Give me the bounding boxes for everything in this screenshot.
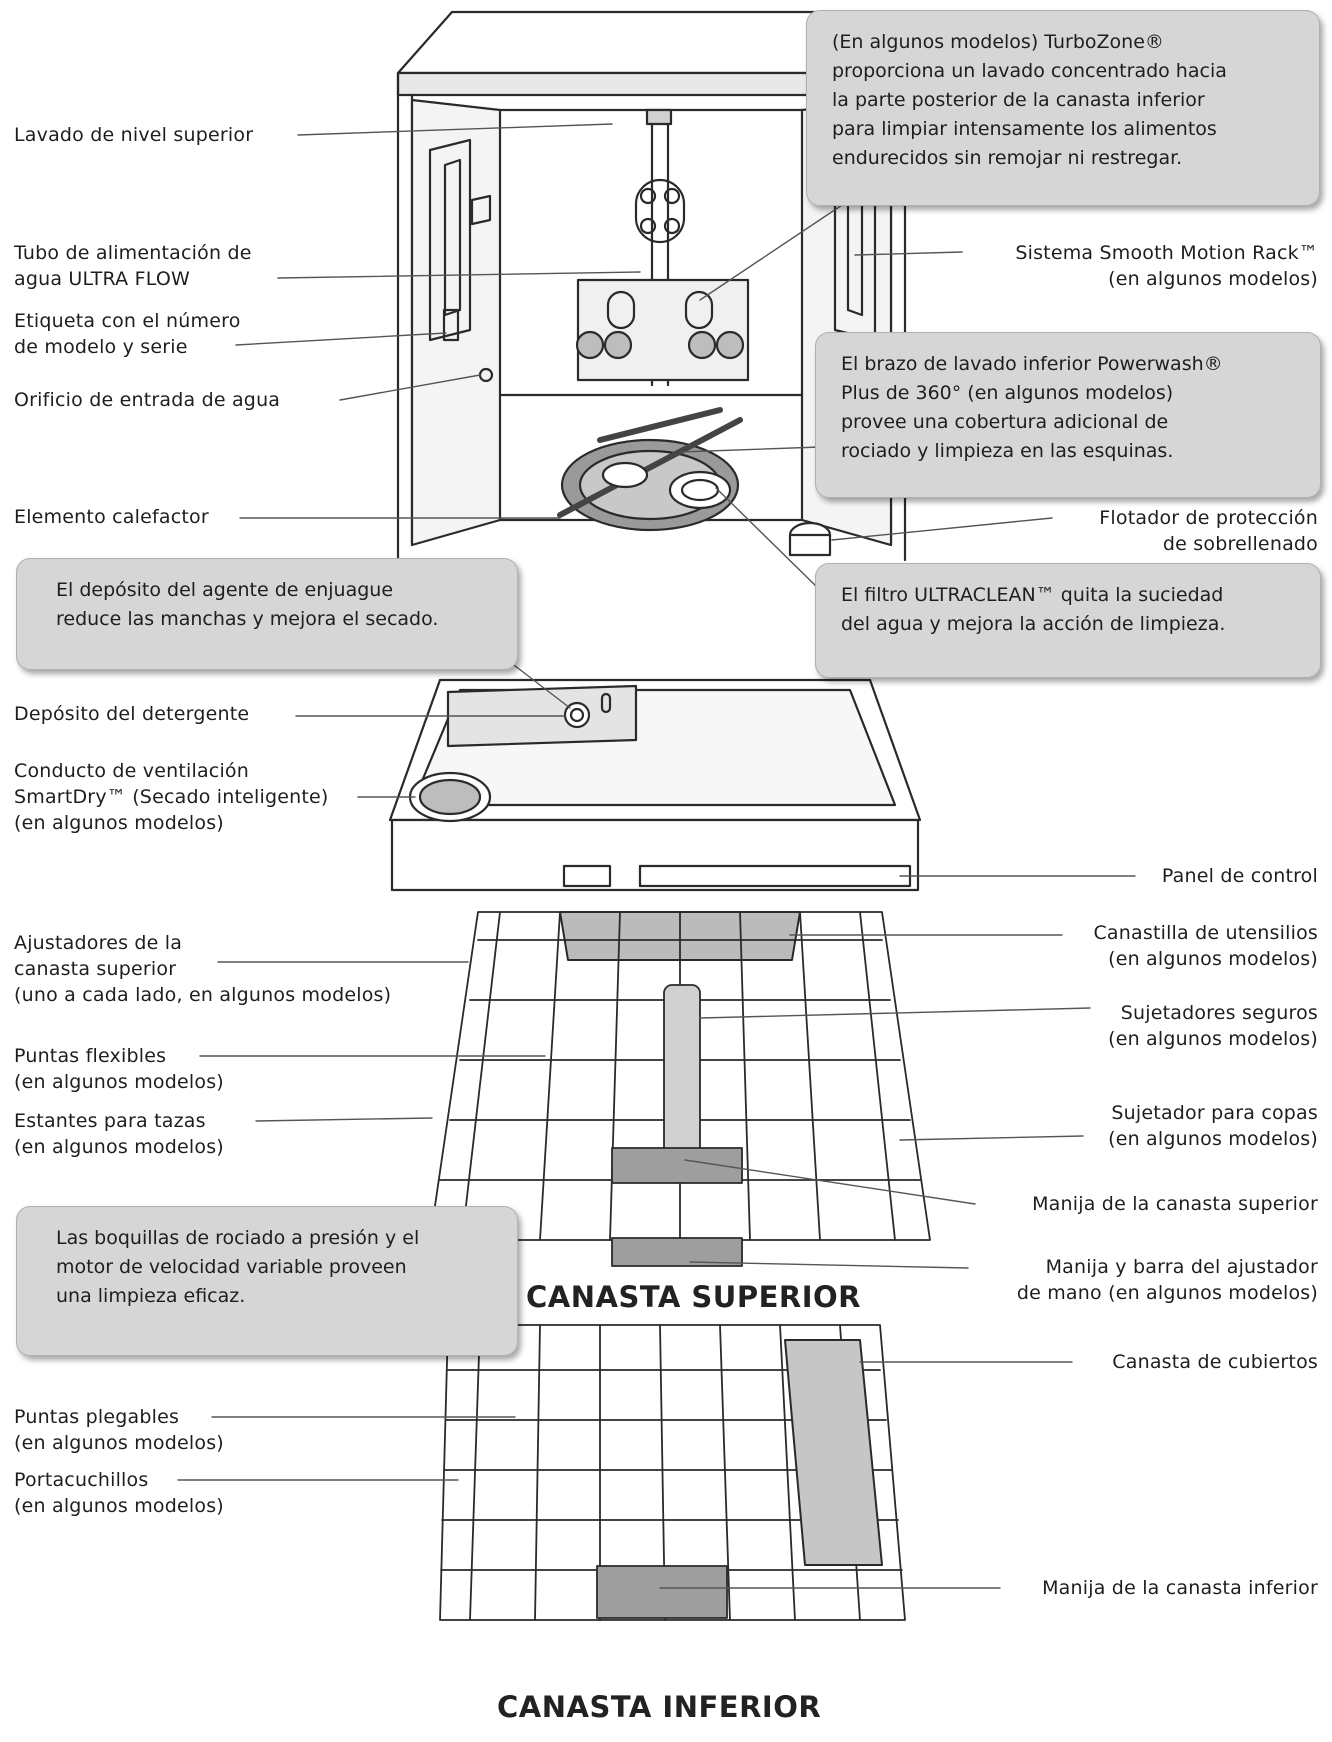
callout-line: motor de velocidad variable proveen [56,1256,407,1278]
upper-rack [429,911,931,1267]
label-canasta-cubiertos: Canasta de cubiertos [1112,1351,1318,1373]
callout-line: reduce las manchas y mejora el secado. [56,608,439,630]
label-line: agua ULTRA FLOW [14,268,190,290]
label-line: (en algunos modelos) [1108,1028,1318,1050]
lower-rack [439,1324,906,1621]
label-line: Estantes para tazas [14,1110,206,1132]
callout-line: (En algunos modelos) TurboZone® [832,31,1164,53]
label-line: de mano (en algunos modelos) [1016,1282,1318,1304]
label-flotador: Flotador de protección de sobrellenado [1099,505,1318,557]
label-etiqueta-modelo: Etiqueta con el número de modelo y serie [14,308,241,360]
label-conducto-ventilacion: Conducto de ventilación SmartDry™ (Secad… [14,758,329,836]
label-puntas-plegables: Puntas plegables (en algunos modelos) [14,1404,224,1456]
label-line: de sobrellenado [1162,533,1318,555]
callout-line: del agua y mejora la acción de limpieza. [841,613,1226,635]
label-line: (en algunos modelos) [14,1432,224,1454]
label-line: Sistema Smooth Motion Rack™ [1015,242,1318,264]
callout-enjuague: El depósito del agente de enjuague reduc… [16,558,518,670]
label-line: (en algunos modelos) [14,1071,224,1093]
leader-lines [177,123,1136,1589]
label-canastilla-utensilios: Canastilla de utensilios (en algunos mod… [1093,920,1318,972]
label-line: Puntas flexibles [14,1045,167,1067]
callout-line: El filtro ULTRACLEAN™ quita la suciedad [841,584,1224,606]
label-line: Sujetador para copas [1111,1102,1318,1124]
lower-spray-arm-and-filter [557,407,832,557]
label-line: Flotador de protección [1099,507,1318,529]
label-line: Manija y barra del ajustador [1045,1256,1318,1278]
callout-boquillas: Las boquillas de rociado a presión y el … [16,1206,518,1356]
callout-line: la parte posterior de la canasta inferio… [832,89,1205,111]
label-smooth-motion: Sistema Smooth Motion Rack™ (en algunos … [1015,240,1318,292]
label-line: (en algunos modelos) [1108,1128,1318,1150]
label-line: Conducto de ventilación [14,760,250,782]
label-line: (en algunos modelos) [1108,268,1318,290]
label-line: de modelo y serie [14,336,188,358]
callout-line: para limpiar intensamente los alimentos [832,118,1217,140]
label-tubo-alimentacion: Tubo de alimentación de agua ULTRA FLOW [14,240,252,292]
label-ajustadores: Ajustadores de la canasta superior (uno … [14,930,391,1008]
heading-canasta-superior: CANASTA SUPERIOR [526,1280,862,1314]
label-line: Etiqueta con el número [14,310,241,332]
label-line: Portacuchillos [14,1469,149,1491]
label-line: (en algunos modelos) [14,812,224,834]
callout-ultraclean: El filtro ULTRACLEAN™ quita la suciedad … [815,563,1321,678]
callout-line: Plus de 360° (en algunos modelos) [841,382,1174,404]
label-panel-control: Panel de control [1161,865,1318,887]
callout-line: endurecidos sin remojar ni restregar. [832,147,1183,169]
callout-line: Las boquillas de rociado a presión y el [56,1227,420,1249]
label-lavado-nivel-superior: Lavado de nivel superior [14,124,254,146]
label-deposito-detergente: Depósito del detergente [14,703,250,725]
callout-line: rociado y limpieza en las esquinas. [841,440,1174,462]
dishwasher-door [388,678,922,892]
label-manija-inferior: Manija de la canasta inferior [1042,1577,1318,1599]
callout-powerwash: El brazo de lavado inferior Powerwash® P… [815,332,1321,498]
callout-line: proporciona un lavado concentrado hacia [832,60,1227,82]
label-line: (en algunos modelos) [14,1136,224,1158]
label-elemento-calefactor: Elemento calefactor [14,506,209,528]
label-line: Sujetadores seguros [1120,1002,1318,1024]
ultra-flow-feed-tube [575,108,750,387]
label-line: Ajustadores de la [14,932,183,954]
label-portacuchillos: Portacuchillos (en algunos modelos) [14,1467,224,1519]
label-manija-superior: Manija de la canasta superior [1032,1193,1318,1215]
heading-canasta-inferior: CANASTA INFERIOR [497,1690,822,1724]
callout-line: provee una cobertura adicional de [841,411,1169,433]
label-puntas-flexibles: Puntas flexibles (en algunos modelos) [14,1043,224,1095]
label-line: canasta superior [14,958,177,980]
callout-line: El brazo de lavado inferior Powerwash® [841,353,1223,375]
label-line: SmartDry™ (Secado inteligente) [14,786,329,808]
label-line: Canastilla de utensilios [1093,922,1318,944]
label-estantes-tazas: Estantes para tazas (en algunos modelos) [14,1108,224,1160]
label-line: (en algunos modelos) [14,1495,224,1517]
label-sujetadores-seguros: Sujetadores seguros (en algunos modelos) [1108,1000,1318,1052]
label-line: Tubo de alimentación de [14,242,252,264]
label-manija-ajustador: Manija y barra del ajustador de mano (en… [1017,1254,1318,1306]
callout-line: una limpieza eficaz. [56,1285,246,1307]
label-line: (en algunos modelos) [1108,948,1318,970]
label-sujetador-copas: Sujetador para copas (en algunos modelos… [1108,1100,1318,1152]
label-orificio-entrada: Orificio de entrada de agua [14,389,281,411]
label-line: Puntas plegables [14,1406,180,1428]
callout-turbozone: (En algunos modelos) TurboZone® proporci… [806,10,1320,206]
callout-line: El depósito del agente de enjuague [56,579,394,601]
label-line: (uno a cada lado, en algunos modelos) [14,984,392,1006]
